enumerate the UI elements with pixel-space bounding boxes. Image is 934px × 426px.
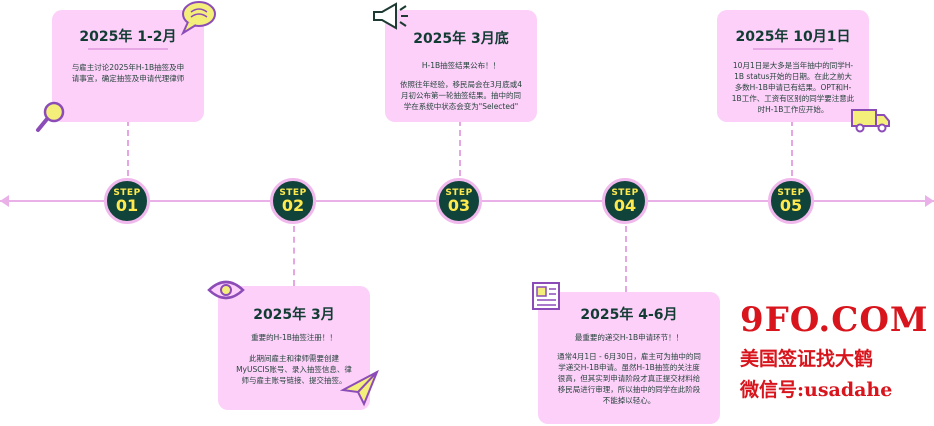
card-step-02: 2025年 3月 重要的H-1B抽签注册！！ 此期间雇主和律师需要创建MyUSC…: [218, 286, 370, 410]
title-underline: [88, 48, 168, 50]
step-number: 05: [779, 196, 803, 215]
step-03: STEP 03: [436, 178, 482, 224]
step-01: STEP 01: [104, 178, 150, 224]
magnifier-icon: [34, 100, 66, 138]
step-number: 04: [613, 196, 637, 215]
card-subtitle: 重要的H-1B抽签注册！！: [251, 333, 337, 342]
card-step-01: 2025年 1-2月 与雇主讨论2025年H-1B抽签及申请事宜，确定抽签及申请…: [52, 10, 204, 122]
connector-3: [459, 120, 461, 176]
card-title: 2025年 3月底: [413, 31, 509, 47]
card-text: 依照往年经验，移民局会在3月底或4月初公布第一轮抽签结果。抽中的同学在系统中状态…: [399, 80, 523, 111]
card-step-04: 2025年 4-6月 最重要的递交H-1B申请环节！！ 通常4月1日 - 6月3…: [538, 292, 720, 424]
connector-2: [293, 226, 295, 286]
card-title: 2025年 4-6月: [580, 307, 678, 323]
eye-icon: [206, 276, 246, 308]
speech-bubble-icon: [178, 0, 218, 40]
step-02: STEP 02: [270, 178, 316, 224]
timeline-arrow-left: [0, 195, 9, 207]
connector-5: [791, 120, 793, 176]
title-underline: [753, 48, 833, 50]
newspaper-icon: [530, 280, 564, 316]
connector-4: [625, 226, 627, 292]
card-subtitle: 最重要的递交H-1B申请环节！！: [574, 333, 684, 342]
step-number: 02: [281, 196, 305, 215]
paper-plane-icon: [339, 368, 380, 412]
card-text: 与雇主讨论2025年H-1B抽签及申请事宜，确定抽签及申请代理律师: [71, 63, 185, 83]
megaphone-icon: [370, 0, 410, 36]
step-number: 01: [115, 196, 139, 215]
card-subtitle: H-1B抽签结果公布！！: [421, 61, 501, 70]
card-text: 10月1日是大多是当年抽中的同学H-1B status开始的日期。在此之前大多数…: [731, 61, 855, 114]
brand-logo: 9FO.COM: [740, 300, 929, 340]
step-label: STEP: [777, 188, 805, 198]
brand-wechat: 微信号:usadahe: [740, 379, 893, 401]
step-05: STEP 05: [768, 178, 814, 224]
brand-slogan: 美国签证找大鹤: [740, 348, 874, 370]
step-label: STEP: [113, 188, 141, 198]
step-label: STEP: [279, 188, 307, 198]
step-label: STEP: [611, 188, 639, 198]
step-number: 03: [447, 196, 471, 215]
truck-icon: [850, 104, 892, 138]
connector-1: [127, 120, 129, 176]
brand-watermark: 9FO.COM 美国签证找大鹤 微信号:usadahe: [740, 300, 930, 402]
card-title: 2025年 3月: [253, 307, 335, 323]
step-label: STEP: [445, 188, 473, 198]
card-text: 通常4月1日 - 6月30日，雇主可为抽中的同学递交H-1B申请。虽然H-1B抽…: [557, 352, 701, 405]
card-step-05: 2025年 10月1日 10月1日是大多是当年抽中的同学H-1B status开…: [717, 10, 869, 122]
card-text: 此期间雇主和律师需要创建MyUSCIS账号、录入抽签信息、律师与雇主账号链接、提…: [236, 354, 352, 385]
timeline-arrow-right: [925, 195, 934, 207]
card-step-03: 2025年 3月底 H-1B抽签结果公布！！ 依照往年经验，移民局会在3月底或4…: [385, 10, 537, 122]
card-title: 2025年 10月1日: [735, 29, 851, 45]
card-title: 2025年 1-2月: [79, 29, 177, 45]
step-04: STEP 04: [602, 178, 648, 224]
